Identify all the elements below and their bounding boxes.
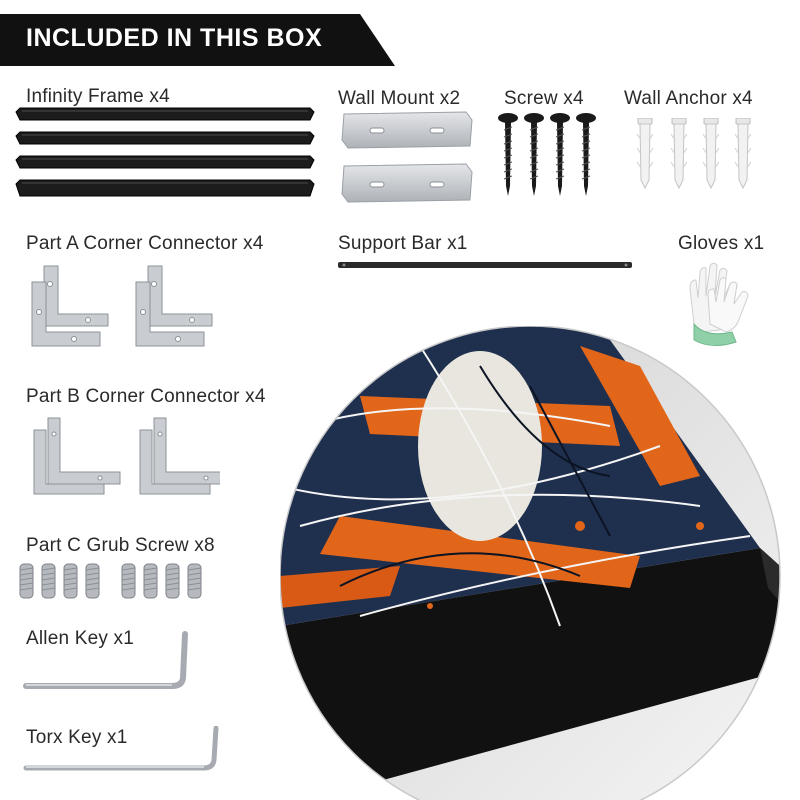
header-banner: INCLUDED IN THIS BOX — [0, 14, 395, 66]
page-title: INCLUDED IN THIS BOX — [26, 24, 323, 52]
banner-shape — [0, 14, 395, 66]
allen-key-label: Allen Key x1 — [26, 628, 135, 649]
part-a-connector-image — [31, 265, 213, 347]
part-c-label: Part C Grub Screw x8 — [26, 535, 215, 556]
wall-anchor-image — [636, 118, 752, 190]
grub-screw-image — [19, 563, 202, 599]
screw-label: Screw x4 — [504, 88, 584, 109]
wall-mount-label: Wall Mount x2 — [338, 88, 461, 109]
screw-image — [498, 112, 597, 197]
wall-anchor-label: Wall Anchor x4 — [624, 88, 753, 109]
gloves-image — [689, 262, 749, 346]
torx-key-label: Torx Key x1 — [26, 727, 128, 748]
torx-key-image — [23, 726, 219, 771]
part-b-label: Part B Corner Connector x4 — [26, 386, 266, 407]
wall-mount-image — [341, 111, 473, 203]
part-b-connector-image — [33, 417, 220, 495]
infinity-frame-image — [15, 107, 315, 197]
part-a-label: Part A Corner Connector x4 — [26, 233, 264, 254]
support-bar-image — [338, 262, 632, 268]
allen-key-image — [23, 631, 188, 689]
framed-artwork-image — [280, 326, 781, 800]
infinity-frame-label: Infinity Frame x4 — [26, 86, 170, 107]
support-bar-label: Support Bar x1 — [338, 233, 468, 254]
gloves-label: Gloves x1 — [678, 233, 765, 254]
